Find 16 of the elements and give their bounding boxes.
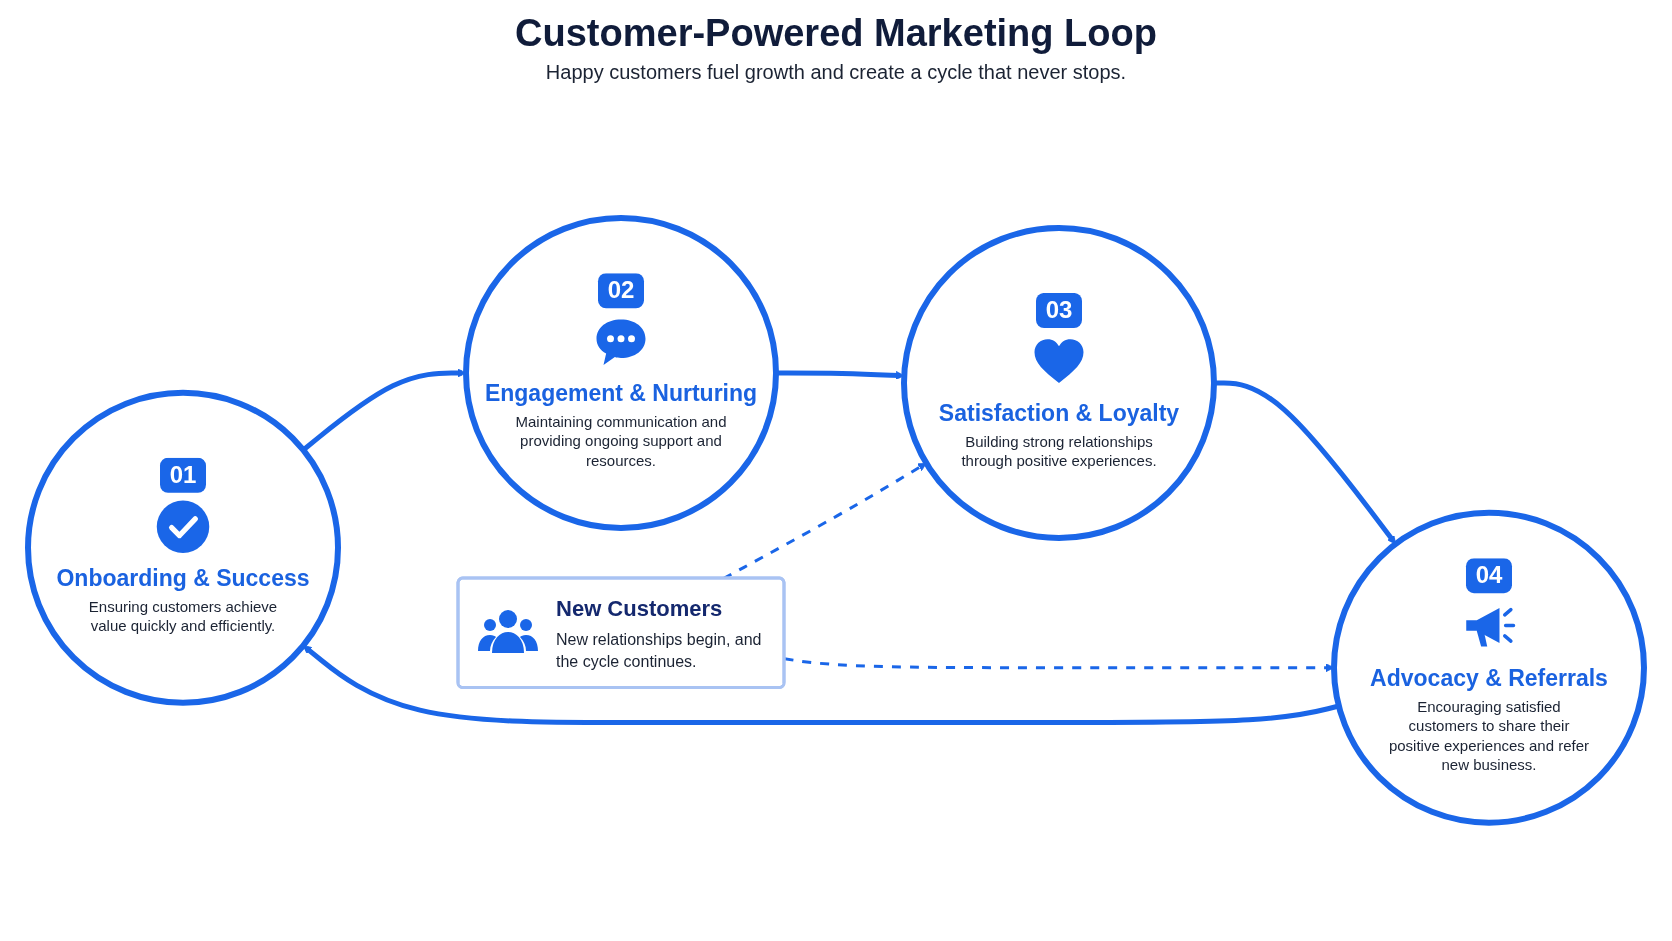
step-number-badge: 02 [597, 273, 645, 309]
step-title: Engagement & Nurturing [484, 379, 758, 408]
step-description: Ensuring customers achieve value quickly and efficiently. [87, 596, 279, 636]
step-title: Advocacy & Referrals [1370, 664, 1608, 693]
step-number-badge: 03 [1035, 293, 1083, 328]
step-description: Building strong relationships through positive experiences. [960, 431, 1158, 471]
diagram-title: Customer-Powered Marketing Loop [515, 12, 1157, 55]
step-description: Encouraging satisfied customers to share their positive experiences and refer new business. [1387, 696, 1591, 775]
step-title: Satisfaction & Loyalty [938, 398, 1180, 428]
subtitle-text: Happy customers fuel growth and create a cycle that never stops. [545, 61, 1127, 84]
step-number-badge: 01 [159, 457, 207, 493]
card-title: New Customers [556, 595, 723, 624]
card-description: New relationships begin, and the cycle continues. [556, 630, 763, 672]
step-description: Maintaining communication and providing ongoing support and resources. [514, 411, 728, 471]
step-title: Onboarding & Success [56, 563, 310, 593]
step-number-badge: 04 [1465, 558, 1513, 594]
